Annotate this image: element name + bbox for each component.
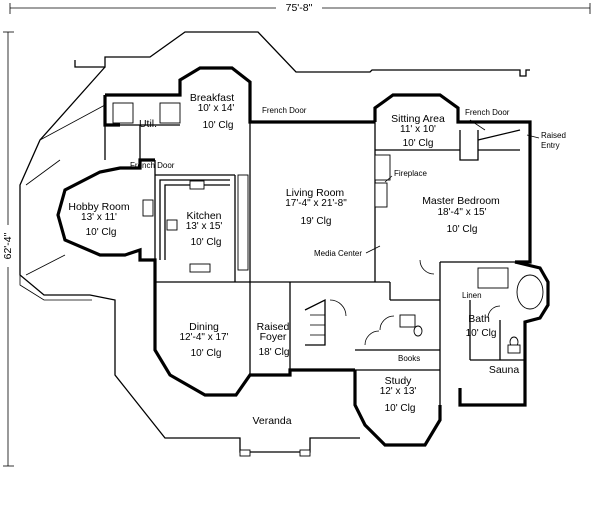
- fireplace-label: Fireplace: [394, 169, 427, 178]
- room-kitchen-ceiling: 10' Clg: [191, 237, 222, 248]
- annotations: French Door French Door French Door Rais…: [130, 106, 566, 363]
- room-sitting-name: Sitting Area: [391, 113, 445, 125]
- room-hobby-ceiling: 10' Clg: [86, 227, 117, 238]
- room-living-name: Living Room: [286, 187, 345, 199]
- room-kitchen-dims: 13' x 15': [186, 221, 223, 232]
- books-label: Books: [398, 354, 420, 363]
- washer: [112, 102, 134, 124]
- west-porch-outline: [19, 66, 360, 453]
- room-master-ceiling: 10' Clg: [447, 224, 478, 235]
- room-study-ceiling: 10' Clg: [385, 403, 416, 414]
- fixtures: [112, 102, 544, 457]
- room-sitting-ceiling: 10' Clg: [403, 138, 434, 149]
- linen-label: Linen: [462, 291, 482, 300]
- porch-outline: [74, 31, 530, 77]
- room-sauna-name: Sauna: [489, 364, 520, 376]
- overall-width-dimension: 75'-8": [9, 1, 591, 14]
- room-breakfast-dims: 10' x 14': [198, 103, 235, 114]
- room-study-dims: 12' x 13': [380, 386, 417, 397]
- overall-depth-dimension: 62'-4": [1, 31, 15, 467]
- door-swings: [329, 259, 501, 346]
- room-hobby-dims: 13' x 11': [81, 212, 117, 223]
- french-door-hobby-label: French Door: [130, 161, 175, 170]
- room-breakfast-name: Breakfast: [190, 92, 234, 104]
- overall-depth-label: 62'-4": [2, 232, 14, 259]
- media-center-label: Media Center: [314, 249, 362, 258]
- room-foyer-ceiling: 18' Clg: [259, 347, 290, 358]
- room-dining-dims: 12'-4" x 17': [179, 332, 228, 343]
- room-master-dims: 18'-4" x 15': [437, 207, 486, 218]
- raised-entry-label-2: Entry: [541, 141, 560, 150]
- room-sitting-dims: 11' x 10': [400, 124, 436, 135]
- room-bath-name: Bath: [468, 313, 490, 325]
- room-kitchen-name: Kitchen: [186, 210, 221, 222]
- room-hobby-name: Hobby Room: [68, 201, 130, 213]
- overall-width-label: 75'-8": [286, 2, 313, 14]
- room-foyer-name2: Foyer: [260, 331, 287, 343]
- raised-entry-label-1: Raised: [541, 131, 566, 140]
- fireplace-box: [374, 182, 388, 208]
- room-master-name: Master Bedroom: [422, 195, 500, 207]
- room-living-dims: 17'-4" x 21'-8": [285, 198, 347, 209]
- french-door-sitting-label: French Door: [465, 108, 510, 117]
- room-breakfast-ceiling: 10' Clg: [203, 120, 234, 131]
- room-labels: Breakfast 10' x 14' 10' Clg Util. Hobby …: [68, 92, 519, 427]
- room-dining-name: Dining: [189, 321, 219, 333]
- room-foyer-name: Raised: [257, 321, 290, 333]
- room-living-ceiling: 19' Clg: [301, 216, 332, 227]
- room-util-name: Util.: [139, 118, 157, 130]
- french-door-breakfast-label: French Door: [262, 106, 307, 115]
- room-bath-ceiling: 10' Clg: [466, 328, 497, 339]
- room-dining-ceiling: 10' Clg: [191, 348, 222, 359]
- room-study-name: Study: [385, 375, 413, 387]
- dryer: [159, 102, 181, 124]
- room-veranda-name: Veranda: [252, 415, 291, 427]
